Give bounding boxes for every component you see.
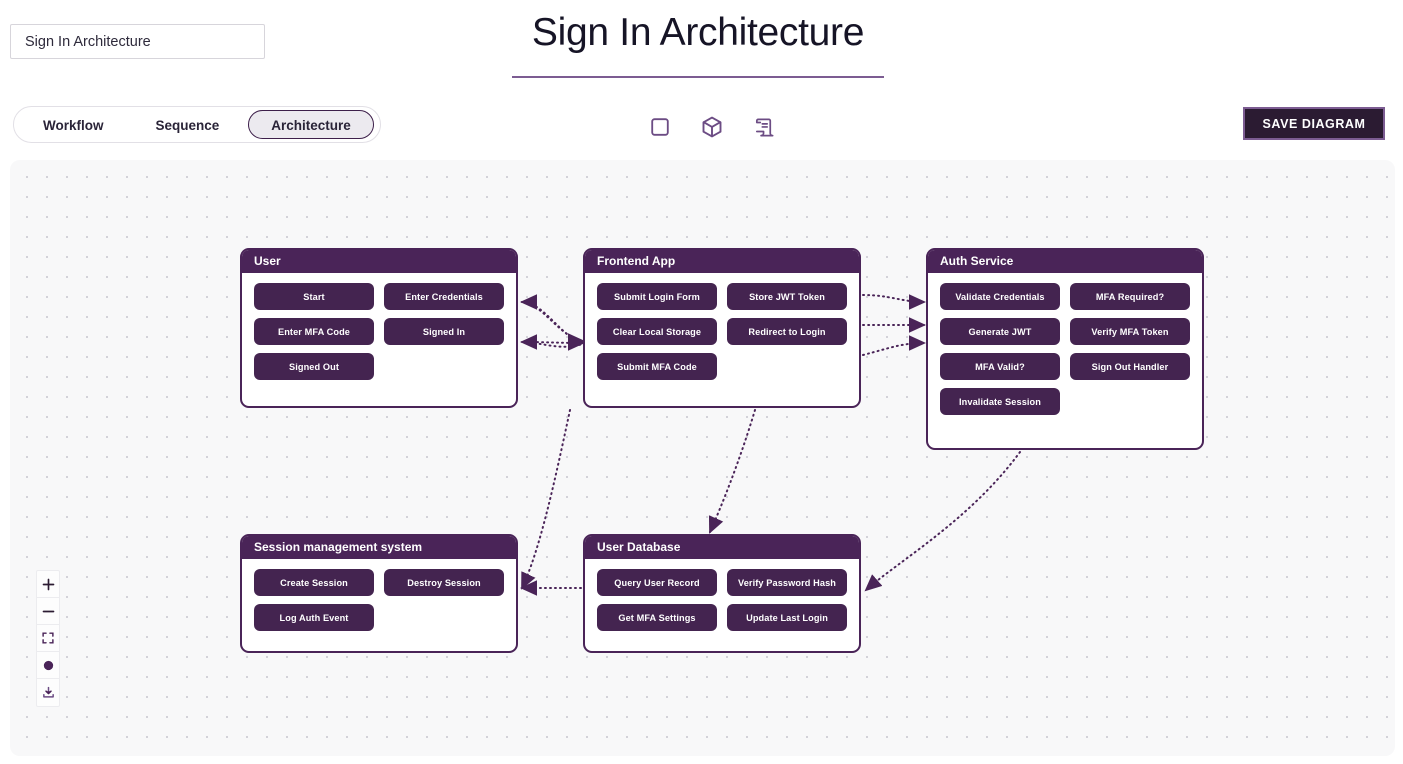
- node-item[interactable]: Redirect to Login: [727, 318, 847, 345]
- view-mode-icons: [645, 112, 779, 142]
- node-items: Submit Login Form Store JWT Token Clear …: [585, 273, 859, 392]
- save-diagram-button[interactable]: SAVE DIAGRAM: [1243, 107, 1385, 140]
- node-item[interactable]: Signed Out: [254, 353, 374, 380]
- node-item[interactable]: Validate Credentials: [940, 283, 1060, 310]
- node-title: User Database: [585, 536, 859, 559]
- diagram-title-input[interactable]: [10, 24, 265, 59]
- node-item[interactable]: Clear Local Storage: [597, 318, 717, 345]
- node-item[interactable]: Enter MFA Code: [254, 318, 374, 345]
- node-item[interactable]: Generate JWT: [940, 318, 1060, 345]
- tab-workflow[interactable]: Workflow: [43, 118, 104, 133]
- cube-icon[interactable]: [697, 112, 727, 142]
- zoom-in-icon[interactable]: [37, 571, 59, 598]
- node-item[interactable]: MFA Required?: [1070, 283, 1190, 310]
- tab-architecture[interactable]: Architecture: [248, 110, 374, 139]
- node-item[interactable]: Create Session: [254, 569, 374, 596]
- node-item[interactable]: Verify MFA Token: [1070, 318, 1190, 345]
- node-item[interactable]: Enter Credentials: [384, 283, 504, 310]
- node-item[interactable]: Start: [254, 283, 374, 310]
- tab-sequence[interactable]: Sequence: [155, 118, 220, 133]
- view-tabs: Workflow Sequence Architecture: [13, 106, 381, 143]
- node-items: Query User Record Verify Password Hash G…: [585, 559, 859, 643]
- page-title: Sign In Architecture: [531, 11, 865, 54]
- node-items: Validate Credentials MFA Required? Gener…: [928, 273, 1202, 427]
- node-item[interactable]: Invalidate Session: [940, 388, 1060, 415]
- node-items: Start Enter Credentials Enter MFA Code S…: [242, 273, 516, 392]
- scroll-icon[interactable]: [749, 112, 779, 142]
- node-item[interactable]: Sign Out Handler: [1070, 353, 1190, 380]
- node-item[interactable]: Submit Login Form: [597, 283, 717, 310]
- group-node-user[interactable]: User Start Enter Credentials Enter MFA C…: [240, 248, 518, 408]
- node-item[interactable]: Store JWT Token: [727, 283, 847, 310]
- diagram-edges: [520, 294, 1021, 596]
- node-item[interactable]: Submit MFA Code: [597, 353, 717, 380]
- group-node-frontend-app[interactable]: Frontend App Submit Login Form Store JWT…: [583, 248, 861, 408]
- group-node-session-management-system[interactable]: Session management system Create Session…: [240, 534, 518, 653]
- page-title-underline: [512, 76, 884, 78]
- download-icon[interactable]: [37, 679, 59, 706]
- node-item[interactable]: MFA Valid?: [940, 353, 1060, 380]
- node-item[interactable]: Log Auth Event: [254, 604, 374, 631]
- node-title: Session management system: [242, 536, 516, 559]
- zoom-out-icon[interactable]: [37, 598, 59, 625]
- node-title: Frontend App: [585, 250, 859, 273]
- fit-view-icon[interactable]: [37, 625, 59, 652]
- node-items: Create Session Destroy Session Log Auth …: [242, 559, 516, 643]
- node-item[interactable]: Destroy Session: [384, 569, 504, 596]
- group-node-auth-service[interactable]: Auth Service Validate Credentials MFA Re…: [926, 248, 1204, 450]
- node-title: User: [242, 250, 516, 273]
- toggle-interactivity-icon[interactable]: [37, 652, 59, 679]
- node-item[interactable]: Signed In: [384, 318, 504, 345]
- node-item[interactable]: Query User Record: [597, 569, 717, 596]
- canvas-controls: [36, 570, 60, 707]
- square-icon[interactable]: [645, 112, 675, 142]
- group-node-user-database[interactable]: User Database Query User Record Verify P…: [583, 534, 861, 653]
- diagram-canvas[interactable]: User Start Enter Credentials Enter MFA C…: [10, 160, 1395, 756]
- node-title: Auth Service: [928, 250, 1202, 273]
- node-item[interactable]: Get MFA Settings: [597, 604, 717, 631]
- node-item[interactable]: Update Last Login: [727, 604, 847, 631]
- node-item[interactable]: Verify Password Hash: [727, 569, 847, 596]
